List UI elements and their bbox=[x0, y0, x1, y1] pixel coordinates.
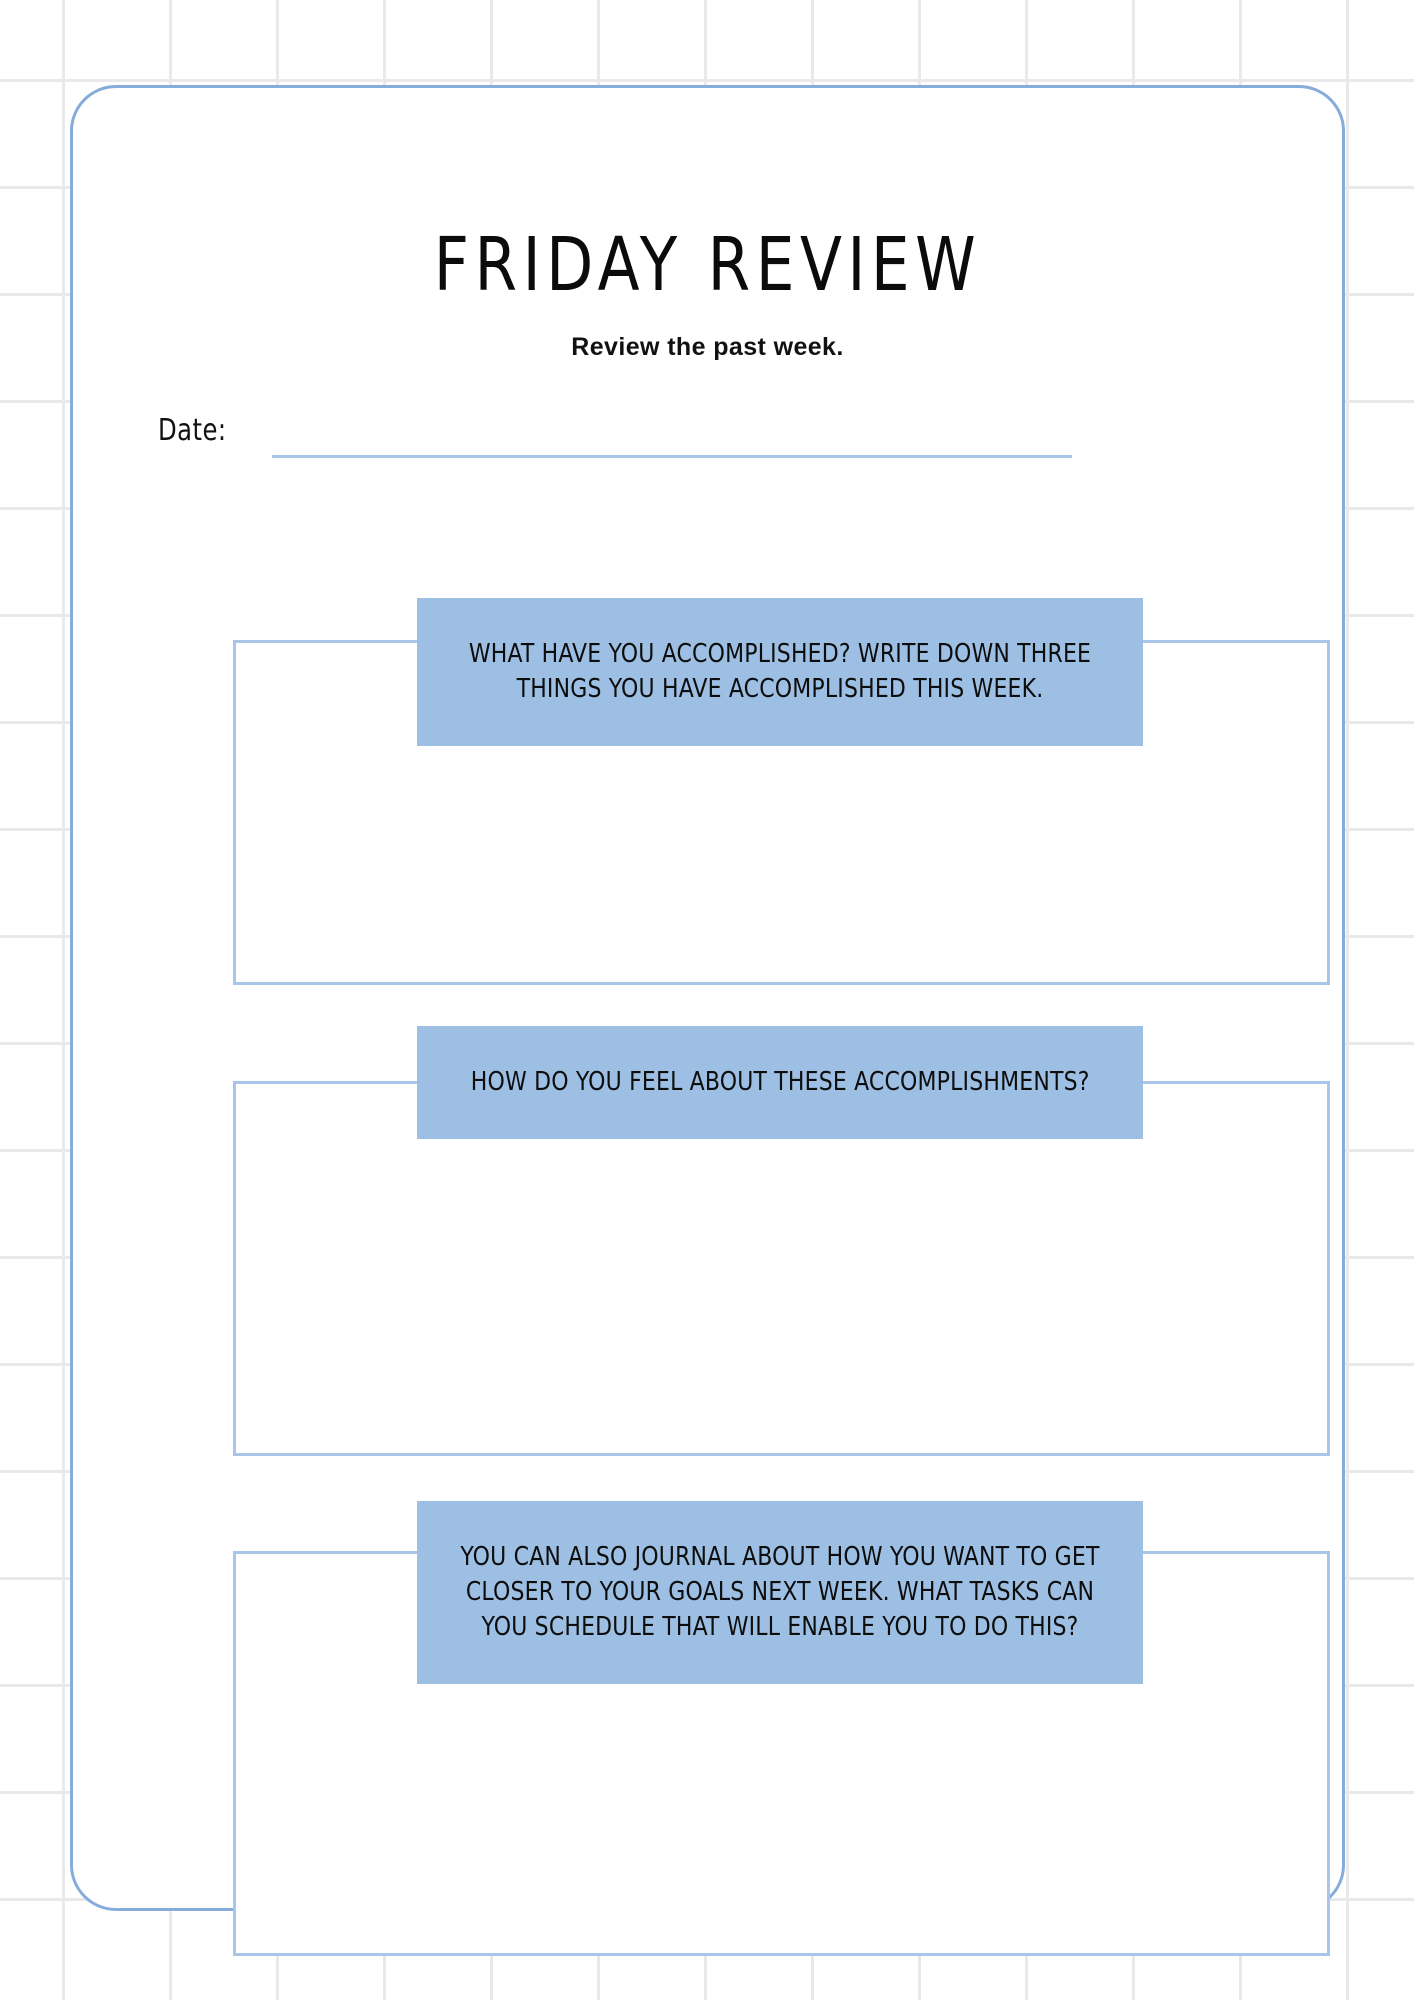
prompt-text-2: HOW DO YOU FEEL ABOUT THESE ACCOMPLISHME… bbox=[470, 1067, 1090, 1098]
prompt-text-3: YOU CAN ALSO JOURNAL ABOUT HOW YOU WANT … bbox=[460, 1542, 1100, 1642]
prompt-banner-3: YOU CAN ALSO JOURNAL ABOUT HOW YOU WANT … bbox=[417, 1501, 1143, 1684]
answer-area-2[interactable] bbox=[233, 1081, 1330, 1456]
date-row: Date: bbox=[158, 413, 1158, 459]
worksheet-card: FRIDAY REVIEW Review the past week. Date… bbox=[70, 85, 1345, 1956]
date-input[interactable] bbox=[272, 455, 1072, 458]
date-label: Date: bbox=[158, 413, 227, 448]
prompt-text-1: WHAT HAVE YOU ACCOMPLISHED? WRITE DOWN T… bbox=[468, 639, 1092, 704]
prompt-banner-1: WHAT HAVE YOU ACCOMPLISHED? WRITE DOWN T… bbox=[417, 598, 1143, 746]
page-title: FRIDAY REVIEW bbox=[433, 221, 982, 308]
page-subtitle: Review the past week. bbox=[571, 333, 844, 361]
prompt-banner-2: HOW DO YOU FEEL ABOUT THESE ACCOMPLISHME… bbox=[417, 1026, 1143, 1139]
